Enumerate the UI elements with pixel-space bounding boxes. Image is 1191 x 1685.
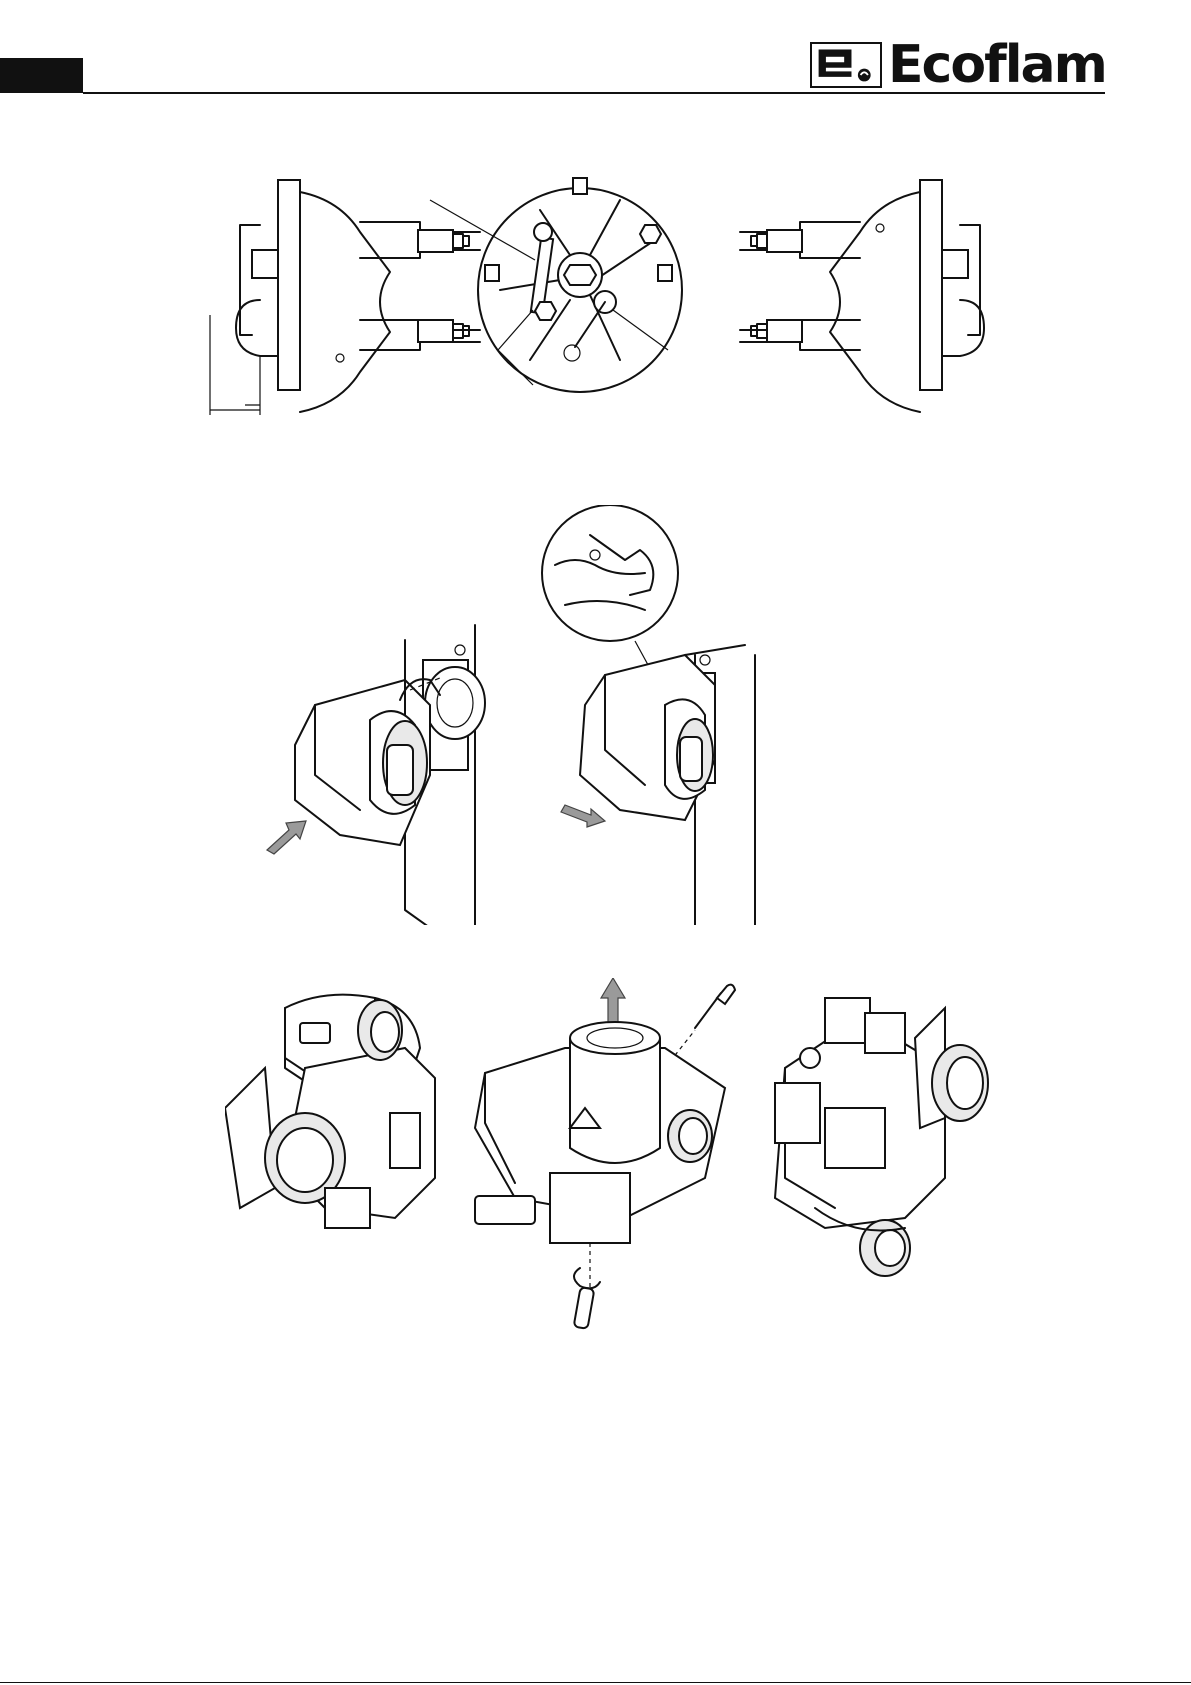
- page-number-tab: [0, 58, 83, 93]
- electrode-side-view-left: [210, 180, 480, 415]
- mounting-step-left: [267, 625, 485, 925]
- burner-maintenance-icon: [225, 978, 1005, 1333]
- electrode-diagram-icon: [200, 170, 1020, 455]
- electrode-side-view-right: [740, 180, 984, 412]
- maintenance-view-controls: [775, 998, 988, 1276]
- maintenance-view-nozzle: [475, 978, 735, 1329]
- burner-mounting-icon: [255, 505, 815, 925]
- footer-rule: [0, 1682, 1191, 1683]
- electrode-front-view: [430, 178, 682, 392]
- maintenance-view-rear: [225, 995, 435, 1228]
- brand-name: Ecoflam: [888, 36, 1106, 94]
- ecoflam-e-logo-icon: [810, 42, 882, 88]
- mounting-step-right: [542, 505, 755, 925]
- brand-logo: Ecoflam: [810, 42, 1110, 90]
